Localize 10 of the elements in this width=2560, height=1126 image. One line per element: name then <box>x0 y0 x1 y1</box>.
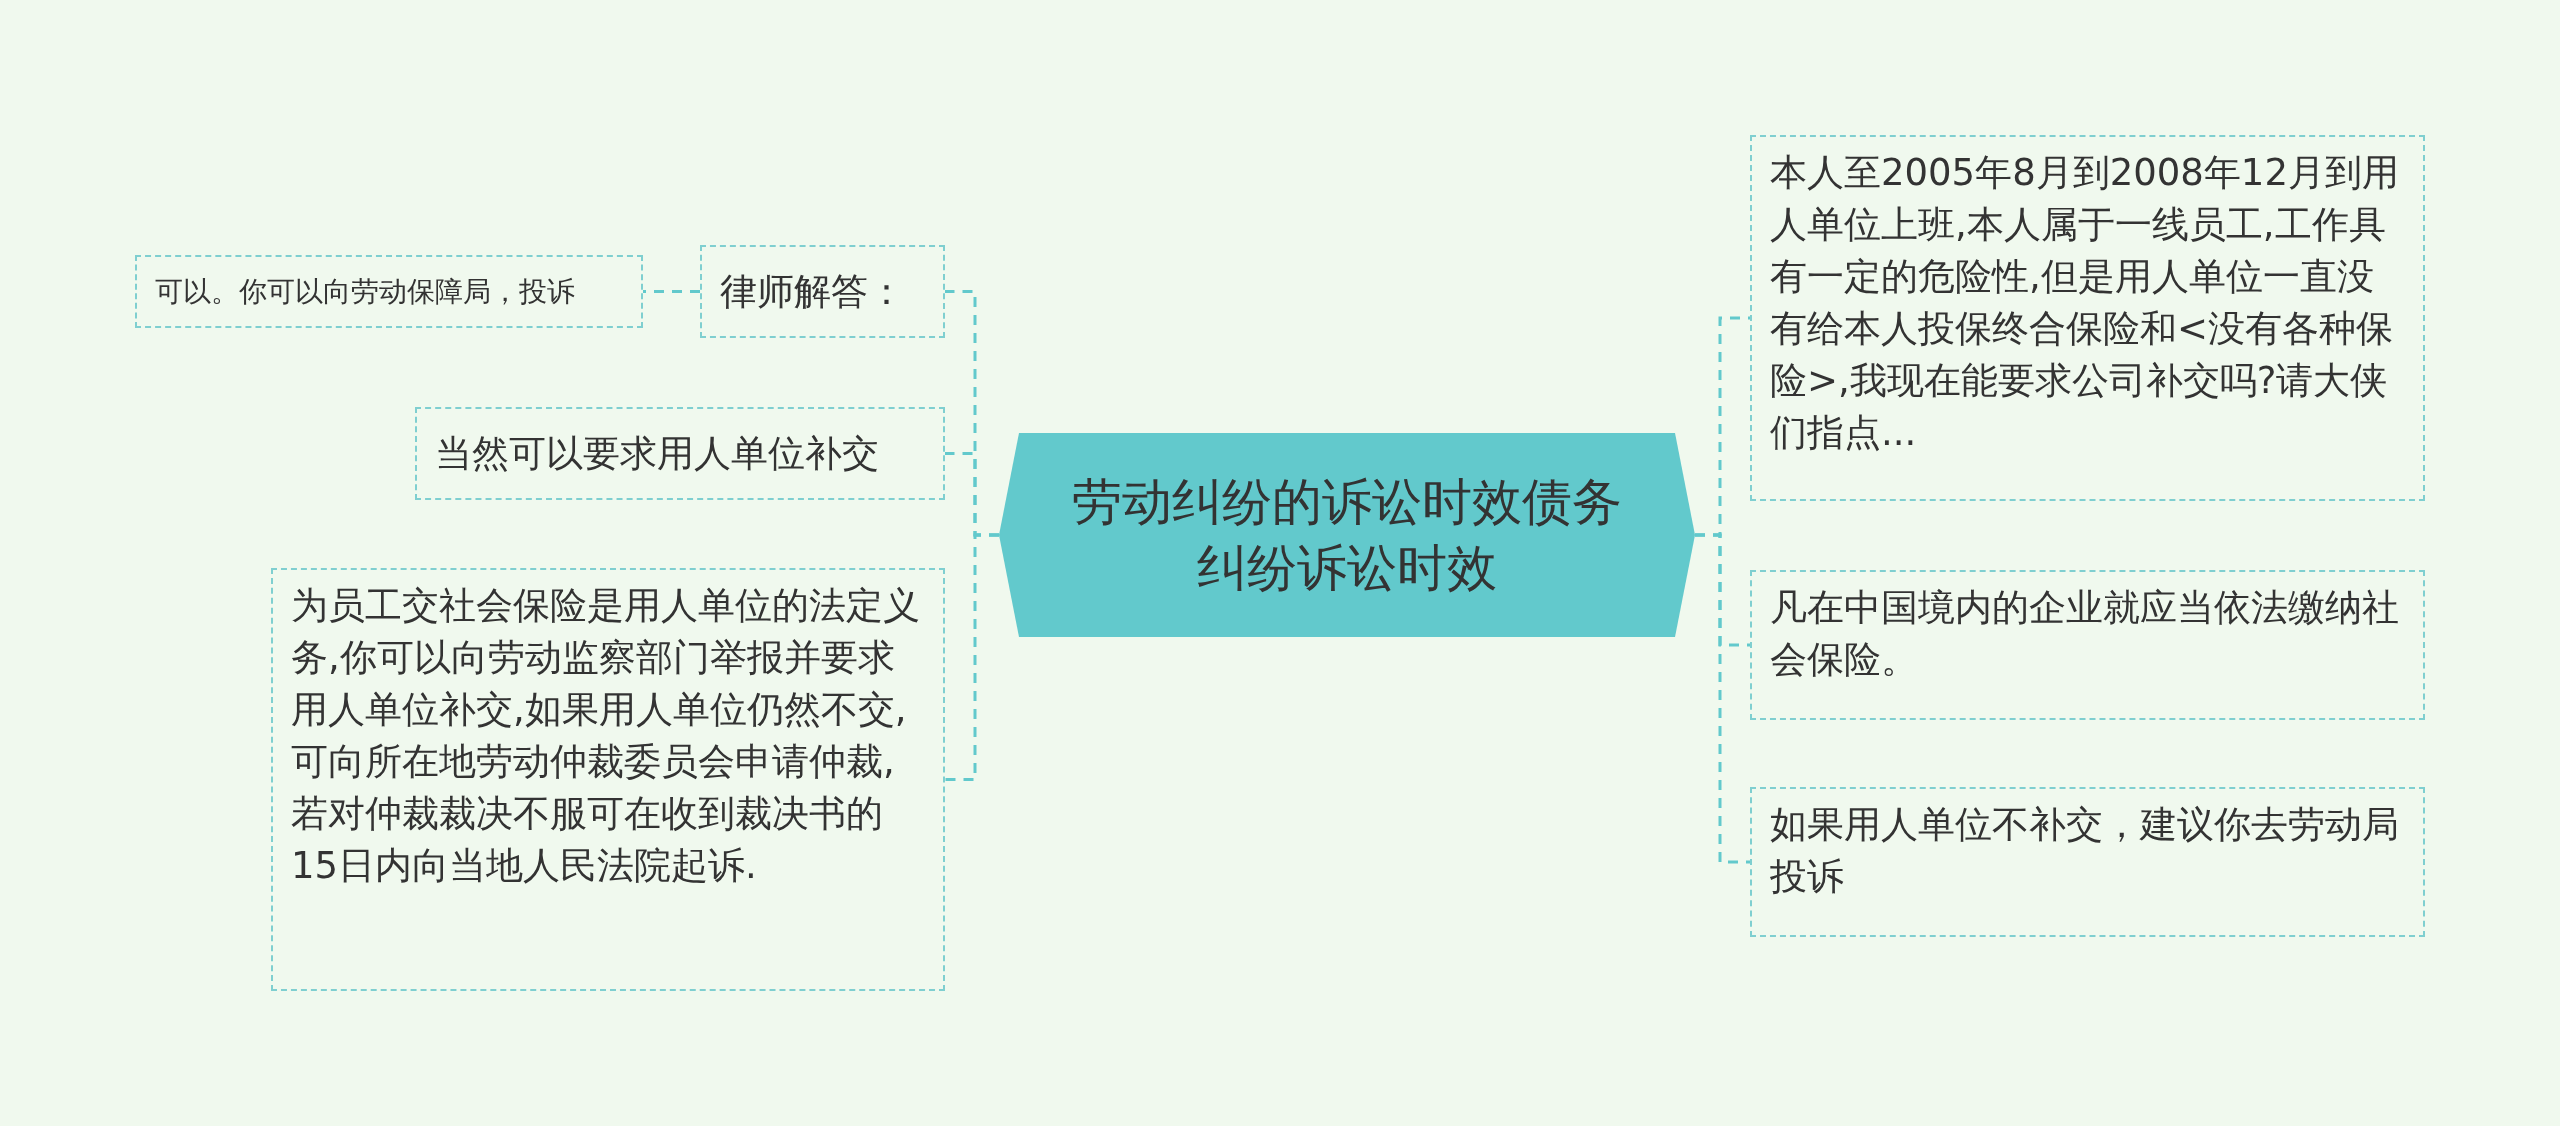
text-box: 律师解答： <box>700 245 945 338</box>
connector-line <box>1695 533 1750 864</box>
text-box: 当然可以要求用人单位补交 <box>415 407 945 500</box>
text-box: 本人至2005年8月到2008年12月到用人单位上班,本人属于一线员工,工作具有一定的危险性,但是用人单位一直没有给本人投保终合保险和<没有各种保险>,我现在能要求公司补交吗?请大侠们指点... <box>1750 135 2425 501</box>
text-box: 为员工交社会保险是用人单位的法定义务,你可以向劳动监察部门举报并要求用人单位补交,如果用人单位仍然不交,可向所在地劳动仲裁委员会申请仲裁,若对仲裁裁决不服可在收到裁决书的15日内向当地人民法院起诉. <box>271 568 945 991</box>
text-box: 如果用人单位不补交，建议你去劳动局投诉 <box>1750 787 2425 937</box>
text-box: 可以。你可以向劳动保障局，投诉 <box>135 255 643 328</box>
text-box: 凡在中国境内的企业就应当依法缴纳社会保险。 <box>1750 570 2425 720</box>
connector-line <box>945 533 999 781</box>
connector-line <box>643 290 700 293</box>
